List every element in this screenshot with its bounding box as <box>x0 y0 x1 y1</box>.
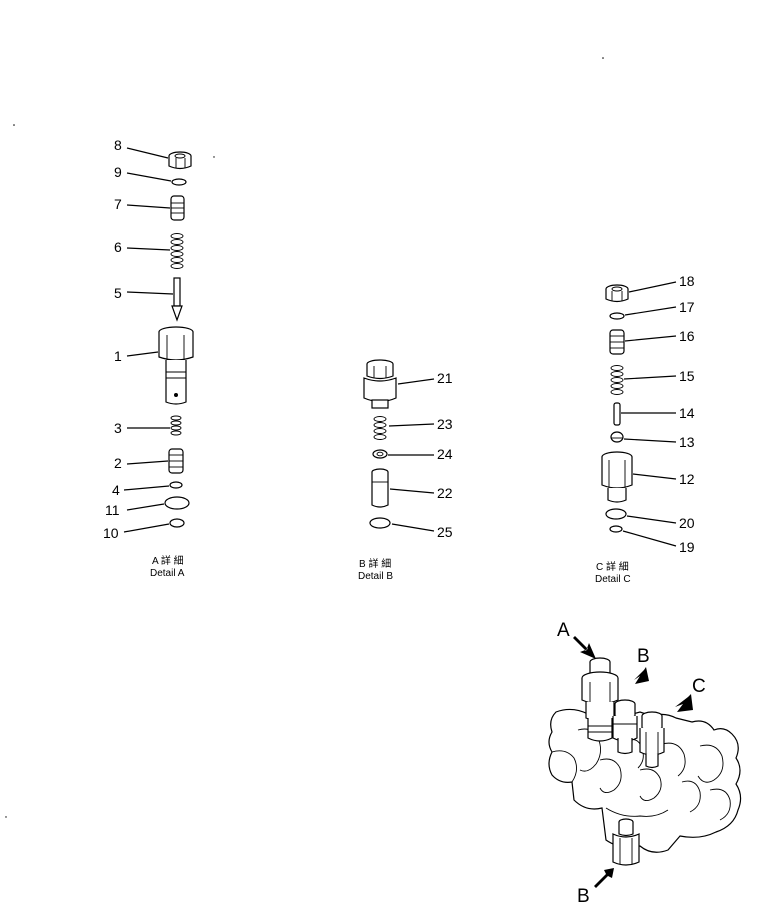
part-4-o-ring <box>169 481 183 489</box>
callout-25: 25 <box>437 524 453 540</box>
part-24-seat <box>372 449 388 459</box>
arrow-label-b-bottom: B <box>577 886 590 904</box>
valve-b-installed <box>612 699 638 755</box>
callout-16: 16 <box>679 328 695 344</box>
part-13-poppet <box>610 431 624 443</box>
part-15-spring <box>610 365 624 395</box>
detail-b-caption-en: Detail B <box>358 571 393 582</box>
arrow-b-top <box>634 667 649 684</box>
callout-5: 5 <box>114 285 122 301</box>
callout-2: 2 <box>114 455 122 471</box>
part-8-nut <box>168 151 192 170</box>
detail-b-caption-jp: B 詳 細 <box>359 557 391 570</box>
part-12-body <box>601 451 633 503</box>
part-6-spring <box>170 233 184 269</box>
callout-13: 13 <box>679 434 695 450</box>
callout-4: 4 <box>112 482 120 498</box>
part-11-o-ring <box>164 496 190 510</box>
callout-8: 8 <box>114 137 122 153</box>
callout-9: 9 <box>114 164 122 180</box>
callout-18: 18 <box>679 273 695 289</box>
callout-3: 3 <box>114 420 122 436</box>
arrow-label-a: A <box>557 620 570 641</box>
detail-a-caption-en: Detail A <box>150 568 185 579</box>
callout-11: 11 <box>105 502 120 518</box>
part-19-o-ring <box>609 525 623 533</box>
callout-24: 24 <box>437 446 453 462</box>
part-3-spring <box>170 415 182 436</box>
detail-c-caption-jp: C 詳 細 <box>596 560 629 573</box>
callout-10: 10 <box>103 525 119 541</box>
arrow-b-bottom <box>594 868 614 888</box>
callout-14: 14 <box>679 405 695 421</box>
part-2-spool <box>168 448 184 474</box>
callout-17: 17 <box>679 299 695 315</box>
valve-b-bottom-installed <box>612 818 640 866</box>
arrow-label-c: C <box>692 676 706 697</box>
callout-19: 19 <box>679 539 695 555</box>
detail-a-group: 8 9 7 6 5 1 3 2 4 11 10 A 詳 細 Detail A <box>103 137 194 579</box>
callout-21: 21 <box>437 370 453 386</box>
detail-c-caption-en: Detail C <box>595 574 631 585</box>
part-20-o-ring <box>605 508 627 520</box>
part-1-valve-body <box>158 326 194 405</box>
part-22-sleeve <box>371 468 389 508</box>
valve-a-installed <box>581 657 619 742</box>
detail-a-caption-jp: A 詳 細 <box>152 554 184 567</box>
part-23-spring <box>373 416 387 440</box>
part-16-plug <box>609 329 625 355</box>
callout-22: 22 <box>437 485 453 501</box>
callout-6: 6 <box>114 239 122 255</box>
valve-c-installed <box>639 711 665 769</box>
callout-15: 15 <box>679 368 695 384</box>
arrow-c <box>675 694 693 712</box>
callout-23: 23 <box>437 416 453 432</box>
arrow-a <box>573 636 596 659</box>
callout-1: 1 <box>114 348 122 364</box>
part-14-pin <box>613 402 621 426</box>
part-17-o-ring <box>609 312 625 320</box>
callout-12: 12 <box>679 471 695 487</box>
part-10-o-ring <box>169 518 185 528</box>
part-9-o-ring <box>171 178 187 186</box>
callout-20: 20 <box>679 515 695 531</box>
valve-body-casting <box>548 708 742 853</box>
part-7-plug <box>170 195 185 221</box>
part-18-nut <box>605 284 629 303</box>
arrow-label-b-top: B <box>637 646 650 667</box>
callout-7: 7 <box>114 196 122 212</box>
part-25-o-ring <box>369 517 391 529</box>
detail-c-group: 18 17 16 15 14 13 12 20 19 C 詳 細 Detail … <box>595 273 695 585</box>
part-5-needle <box>171 277 183 322</box>
detail-b-group: 21 23 24 22 25 B 詳 細 Detail B <box>358 359 453 582</box>
control-valve-assembly: A B C B <box>548 620 742 904</box>
part-21-plug <box>363 359 397 409</box>
